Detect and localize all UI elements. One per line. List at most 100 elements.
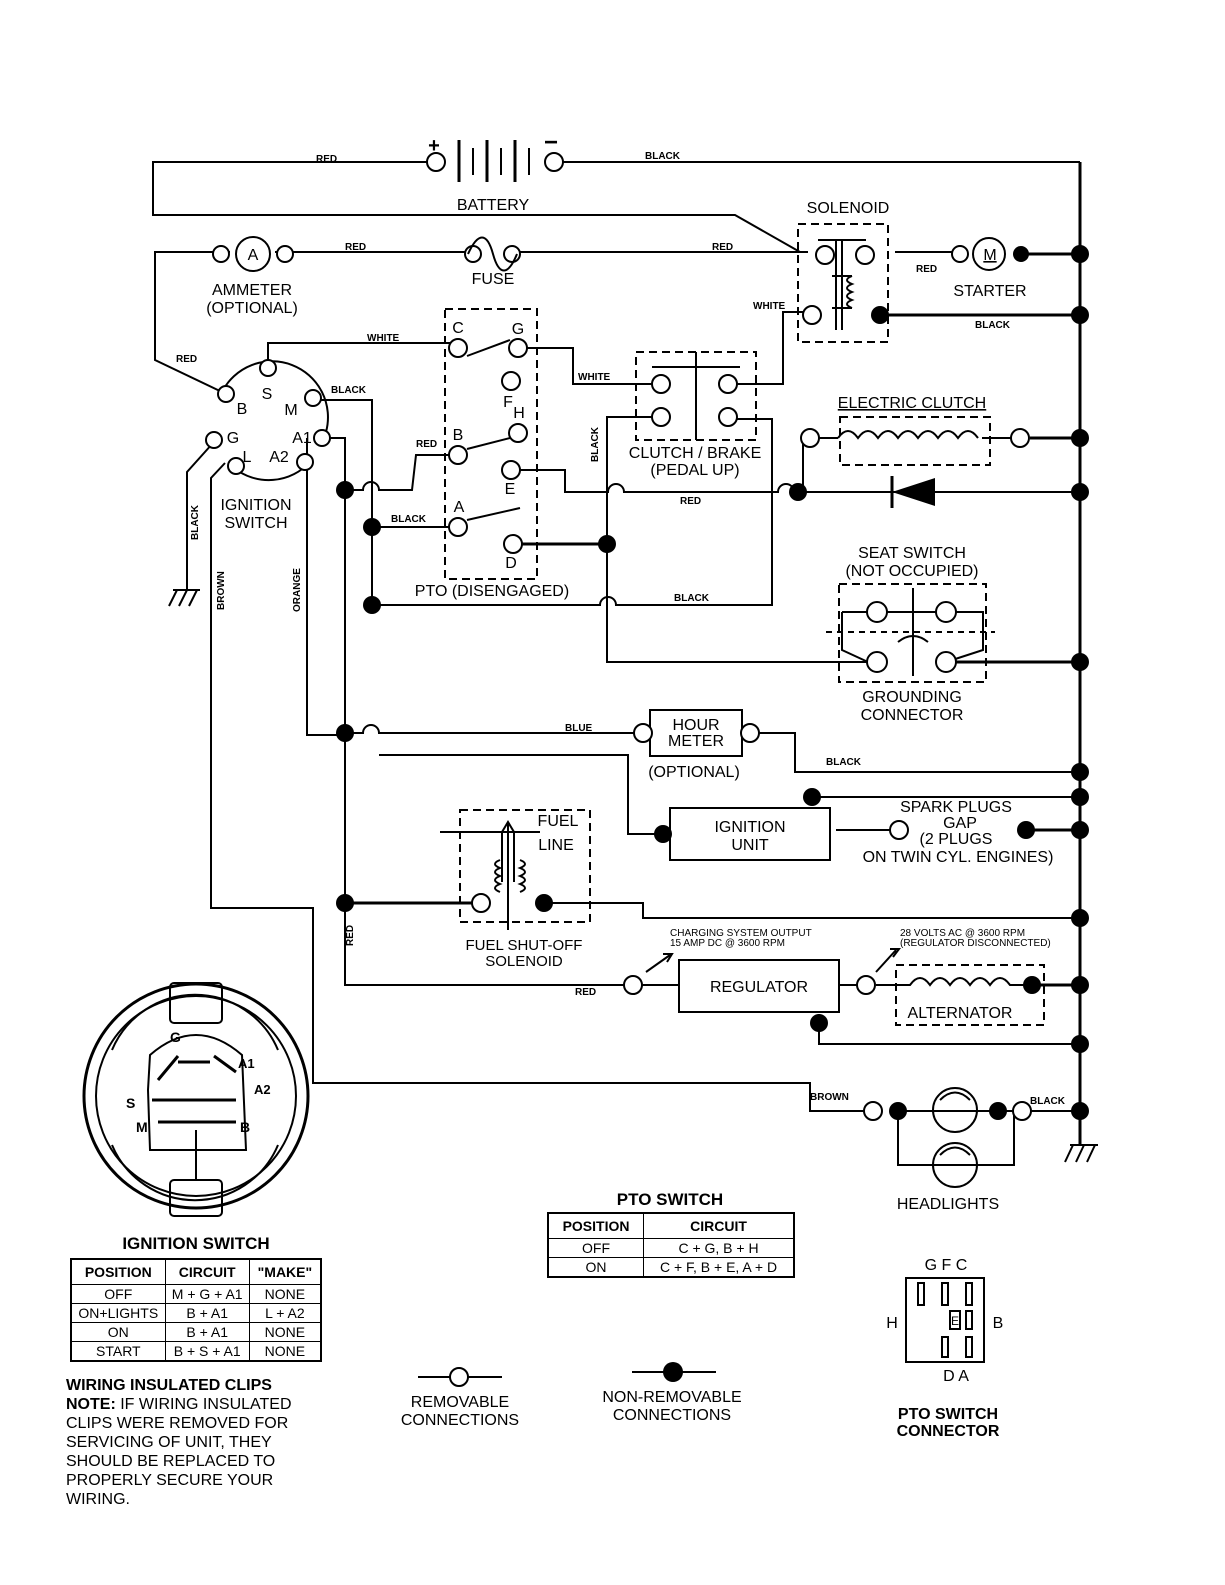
pto-conn-title-1: PTO SWITCH	[898, 1406, 998, 1423]
volts-ac-label-1: 28 VOLTS AC @ 3600 RPM	[900, 928, 1025, 939]
wire-label: BLACK	[975, 320, 1011, 331]
pto-switch-connector: G F C H B E D A PTO SWITCH CONNECTOR	[886, 1257, 1003, 1440]
table-cell: NONE	[248, 1322, 322, 1342]
starter: M STARTER	[951, 237, 1029, 300]
ignition-unit: IGNITION UNIT	[669, 807, 831, 861]
fuel-solenoid-label-2: SOLENOID	[485, 953, 563, 970]
solenoid: SOLENOID	[802, 200, 889, 330]
pto-term-e: E	[505, 481, 516, 498]
wire-label: BLACK	[331, 385, 367, 396]
pto-term-g: G	[512, 321, 524, 338]
ignition-connector-face: G A1 A2 S M B	[82, 982, 310, 1217]
volts-ac-label-2: (REGULATOR DISCONNECTED)	[900, 938, 1051, 949]
conn-face-a1: A1	[238, 1056, 255, 1071]
table-header: CIRCUIT	[643, 1212, 795, 1239]
spark-plugs: SPARK PLUGS GAP (2 PLUGS ON TWIN CYL. EN…	[863, 799, 1054, 866]
table-cell: L + A2	[248, 1303, 322, 1323]
ignition-switch-label-1: IGNITION	[220, 497, 291, 514]
table-header: POSITION	[547, 1212, 645, 1239]
ignition-switch-label-2: SWITCH	[224, 515, 287, 532]
charging-output-label-1: CHARGING SYSTEM OUTPUT	[670, 928, 812, 939]
wire-label: RED	[916, 264, 937, 275]
pto-term-c: C	[452, 320, 464, 337]
wire-label: RED	[416, 439, 437, 450]
conn-face-b: B	[240, 1119, 250, 1135]
battery-positive: +	[428, 135, 440, 157]
wire-label: RED	[176, 354, 197, 365]
table-cell: ON	[547, 1257, 645, 1278]
seat-switch: SEAT SWITCH (NOT OCCUPIED) GROUNDING CON…	[845, 545, 978, 724]
table-header-row: POSITION CIRCUIT	[547, 1212, 795, 1239]
table-row: OFF M + G + A1 NONE	[70, 1284, 322, 1304]
grounding-label-1: GROUNDING	[862, 689, 962, 706]
alternator-label: ALTERNATOR	[908, 1005, 1013, 1022]
wire-label: BLACK	[590, 426, 601, 462]
table-header-row: POSITION CIRCUIT "MAKE"	[70, 1258, 322, 1285]
hour-meter-optional: (OPTIONAL)	[648, 764, 740, 781]
charging-output-label-2: 15 AMP DC @ 3600 RPM	[670, 938, 785, 949]
table-cell: M + G + A1	[164, 1284, 250, 1304]
fuel-solenoid-label-1: FUEL SHUT-OFF	[466, 937, 583, 954]
wire-label: RED	[345, 925, 356, 946]
conn-face-s: S	[126, 1095, 135, 1111]
note-text: IF WIRING INSULATED CLIPS WERE REMOVED F…	[66, 1396, 292, 1508]
pto-term-d: D	[505, 555, 517, 572]
table-cell: OFF	[70, 1284, 166, 1304]
conn-face-g: G	[170, 1029, 181, 1045]
note-heading: WIRING INSULATED CLIPS	[66, 1377, 272, 1394]
conn-face-m: M	[136, 1119, 148, 1135]
legend-nonremovable-2: CONNECTIONS	[613, 1407, 731, 1424]
wire-label: BLACK	[1030, 1096, 1066, 1107]
wire-label: BLACK	[674, 593, 710, 604]
ign-term-g: G	[227, 430, 239, 447]
wire-label: RED	[712, 242, 733, 253]
headlights: HEADLIGHTS	[863, 1087, 1032, 1213]
wire-label: WHITE	[578, 372, 611, 383]
ignition-table-title: IGNITION SWITCH	[122, 1234, 270, 1253]
pto-conn-title-2: CONNECTOR	[897, 1423, 1000, 1440]
table-cell: START	[70, 1341, 166, 1362]
wiring-clips-note: WIRING INSULATED CLIPS NOTE: IF WIRING I…	[66, 1376, 336, 1509]
conn-face-a2: A2	[254, 1082, 271, 1097]
pto-conn-bottom: D A	[943, 1368, 969, 1385]
seat-switch-label: SEAT SWITCH	[858, 545, 966, 562]
ignition-switch-table: POSITION CIRCUIT "MAKE" OFF M + G + A1 N…	[70, 1258, 322, 1362]
pto-conn-center: E	[951, 1314, 959, 1328]
ammeter-optional: (OPTIONAL)	[206, 300, 298, 317]
pto-conn-left: H	[886, 1315, 898, 1332]
pto-term-h: H	[513, 405, 525, 422]
table-cell: ON	[70, 1322, 166, 1342]
legend-removable-2: CONNECTIONS	[401, 1412, 519, 1429]
hour-meter-label-1: HOUR	[672, 717, 719, 734]
wire-label: BLACK	[826, 757, 862, 768]
alternator: ALTERNATOR	[895, 976, 1041, 1022]
starter-label: STARTER	[953, 283, 1026, 300]
battery-label: BATTERY	[457, 197, 530, 214]
dashed-enclosures	[444, 223, 1045, 1026]
clutch-brake: CLUTCH / BRAKE (PEDAL UP)	[629, 352, 761, 479]
fuel-line-label-2: LINE	[538, 837, 574, 854]
wire-label: RED	[345, 242, 366, 253]
starter-symbol: M	[983, 247, 996, 264]
hour-meter: HOUR METER (OPTIONAL)	[633, 709, 760, 781]
regulator-label: REGULATOR	[710, 979, 808, 996]
legend: REMOVABLE CONNECTIONS NON-REMOVABLE CONN…	[401, 1362, 742, 1429]
spark-plugs-label-2: GAP	[943, 815, 977, 832]
pto-conn-right: B	[993, 1315, 1004, 1332]
table-cell: B + S + A1	[164, 1341, 250, 1362]
fuel-line-label-1: FUEL	[538, 813, 579, 830]
ign-term-m: M	[284, 402, 297, 419]
pto-term-b: B	[453, 427, 464, 444]
ign-term-s: S	[262, 386, 273, 403]
legend-removable-1: REMOVABLE	[411, 1394, 509, 1411]
wire-label: RED	[680, 496, 701, 507]
pto-table-title: PTO SWITCH	[616, 1190, 724, 1209]
table-row: ON C + F, B + E, A + D	[547, 1257, 795, 1278]
ign-term-l: L	[243, 449, 252, 466]
pto-conn-top: G F C	[925, 1257, 968, 1274]
wire-label: RED	[575, 987, 596, 998]
table-cell: B + A1	[164, 1303, 250, 1323]
table-header: POSITION	[70, 1258, 166, 1285]
wire-label: BLUE	[565, 723, 593, 734]
